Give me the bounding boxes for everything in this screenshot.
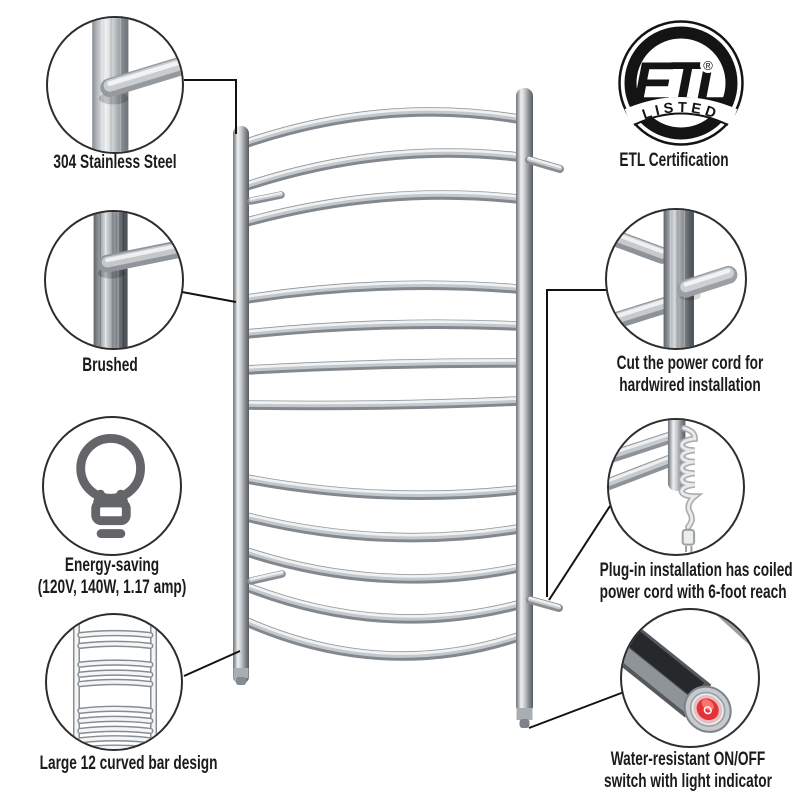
label-brushed: Brushed [82,355,138,376]
leader-line-switch [528,691,625,729]
callout-brushed [44,210,184,350]
svg-text:LISTED: LISTED [640,100,721,123]
callout-hardwired [605,208,747,350]
light-bulb-icon [76,433,145,539]
label-12-bar-design: Large 12 curved bar design [39,753,218,774]
callout-plug-in-cord [607,418,745,556]
hardwired-pipe-closeup-icon [607,210,738,348]
etl-listed-logo-icon: ETL LISTED ® [617,19,745,147]
coiled-power-cord-icon [609,420,704,552]
leader-line-brushed [181,291,237,303]
label-stainless-steel: 304 Stainless Steel [53,152,177,173]
brushed-pipe-closeup-icon [93,212,182,348]
power-switch-icon [622,610,758,733]
right-post [516,88,533,728]
left-post [233,126,249,685]
label-energy-saving: Energy-saving (120V, 140W, 1.17 amp) [37,555,187,598]
stainless-pipe-closeup-icon [92,18,182,152]
callout-power-switch [620,608,760,748]
callout-12-bar-design [45,613,183,751]
registered-mark: ® [703,58,713,73]
robe-hooks [247,156,564,612]
label-etl-certification: ETL Certification [619,150,729,171]
towel-rack-outline-icon [72,619,158,749]
leader-line-stainless [184,79,237,134]
label-power-switch: Water-resistant ON/OFF switch with light… [604,749,772,792]
label-plug-in: Plug-in installation has coiled power co… [599,560,793,603]
etl-listed-text: LISTED [640,100,717,123]
callout-stainless-steel [46,16,184,154]
callout-energy-saving [42,416,182,556]
leader-line-hardwire [546,289,606,597]
label-hardwired: Cut the power cord for hardwired install… [616,353,764,396]
leader-line-bars12 [183,650,241,677]
leader-line-plugin [548,505,611,601]
curved-bars [242,107,523,661]
